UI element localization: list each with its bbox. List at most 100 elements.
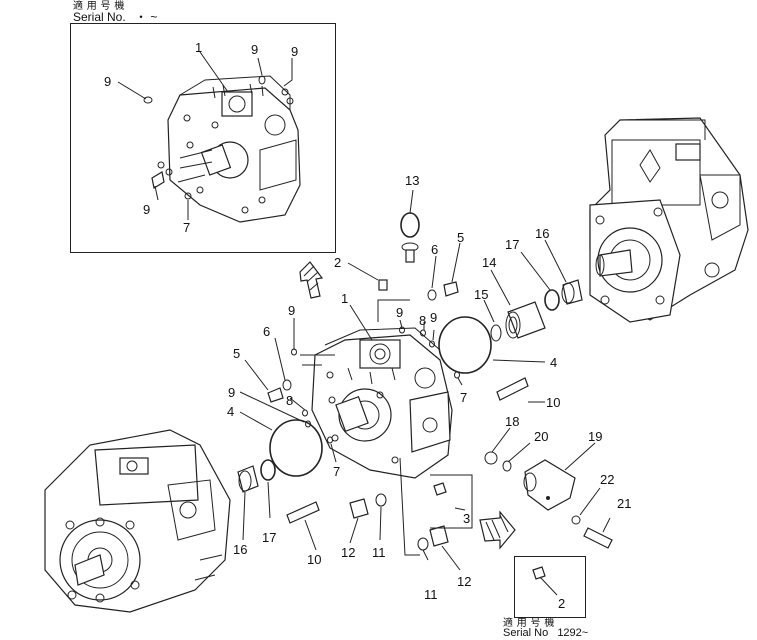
top-inset-serial-text: Serial No. xyxy=(73,10,126,24)
callout-5-upper: 5 xyxy=(457,230,465,245)
callout-11-left: 11 xyxy=(372,545,386,560)
oring-9-c xyxy=(429,340,435,348)
inset-oring-4 xyxy=(286,97,294,105)
nut-12-right xyxy=(429,525,449,547)
bottom-inset-serial-label: Serial No 1292~ xyxy=(503,627,588,640)
bearing-16-lower xyxy=(237,465,259,493)
callout-7-left: 7 xyxy=(333,464,341,479)
callout-1: 1 xyxy=(341,291,349,306)
callout-19: 19 xyxy=(588,429,603,444)
callout-10-lower: 10 xyxy=(307,552,322,567)
top-inset-serial-label: Serial No. ・ ~ xyxy=(73,11,157,24)
large-oring-right xyxy=(438,316,492,374)
inset-oring-3 xyxy=(281,88,289,96)
plug-3 xyxy=(433,482,447,496)
callout-top-9c: 9 xyxy=(291,44,299,59)
plug-5-upper xyxy=(443,281,459,297)
callout-2-inset: 2 xyxy=(558,596,566,611)
oring-8-a xyxy=(420,329,426,337)
callout-6-upper: 6 xyxy=(431,242,439,257)
bottom-inset-serial-value: 1292~ xyxy=(557,627,589,639)
callout-3: 3 xyxy=(463,511,471,526)
bottom-inset-model-label: 適 用 号 機 xyxy=(503,618,555,629)
bracket-3 xyxy=(430,474,473,529)
direction-arrow-up xyxy=(299,261,324,299)
bolt-21 xyxy=(583,527,613,549)
bearing-16-upper xyxy=(561,279,583,305)
callout-20: 20 xyxy=(534,429,549,444)
oring-8-b xyxy=(302,409,308,417)
bottom-inset-serial-text: Serial No xyxy=(503,627,549,639)
ring-18 xyxy=(484,451,498,465)
seal-17-lower xyxy=(260,459,276,481)
inset-pump-body xyxy=(167,75,301,223)
callout-16-upper: 16 xyxy=(535,226,550,241)
eye-bolt xyxy=(400,212,420,263)
plug-2-inset xyxy=(532,566,546,580)
washer-22 xyxy=(571,515,581,525)
callout-top-1: 1 xyxy=(195,40,203,55)
spacer-15 xyxy=(490,324,502,342)
motor-right xyxy=(589,117,749,323)
oring-7-a xyxy=(454,371,460,379)
callout-11-right: 11 xyxy=(424,587,438,602)
nut-12-left xyxy=(349,498,369,519)
bottom-inset-frame xyxy=(514,556,586,618)
inset-oring-7 xyxy=(184,192,192,200)
callout-22: 22 xyxy=(600,472,615,487)
large-oring-left xyxy=(269,419,323,477)
main-pump-body xyxy=(311,327,453,479)
callout-9-c: 9 xyxy=(430,310,438,325)
stud-lower xyxy=(286,501,320,524)
direction-arrow-down xyxy=(479,510,516,550)
oring-9-d xyxy=(305,420,311,428)
callout-top-9d: 9 xyxy=(143,202,151,217)
callout-top-9b: 9 xyxy=(251,42,259,57)
bearing-upper xyxy=(505,301,546,339)
oring-7-b xyxy=(327,436,333,444)
callout-2: 2 xyxy=(334,255,342,270)
top-inset-model-label: 適 用 号 機 xyxy=(73,1,125,12)
callout-12-left: 12 xyxy=(341,545,356,560)
callout-17-lower: 17 xyxy=(262,530,277,545)
stud-upper xyxy=(496,377,529,401)
inset-oring-6 xyxy=(165,168,173,176)
callout-9-a: 9 xyxy=(288,303,296,318)
callout-9-d: 9 xyxy=(228,385,236,400)
washer-11-right xyxy=(417,537,429,551)
seal-17-upper xyxy=(544,289,560,311)
oring-20 xyxy=(502,460,512,472)
callout-16-lower: 16 xyxy=(233,542,248,557)
inset-oring-5 xyxy=(157,161,165,169)
plug-upper xyxy=(378,279,388,291)
callout-13: 13 xyxy=(405,173,420,188)
callout-21: 21 xyxy=(617,496,632,511)
callout-7-right: 7 xyxy=(460,390,468,405)
washer-11-left xyxy=(375,493,387,507)
callout-8-a: 8 xyxy=(419,313,427,328)
callout-14: 14 xyxy=(482,255,497,270)
top-inset-frame xyxy=(70,23,336,253)
callout-5-lower: 5 xyxy=(233,346,241,361)
inset-oring-2 xyxy=(258,75,266,85)
inset-oring-1 xyxy=(143,96,153,104)
callout-4-left: 4 xyxy=(227,404,235,419)
callout-top-7: 7 xyxy=(183,220,191,235)
plug-5-lower xyxy=(267,387,284,403)
callout-17-upper: 17 xyxy=(505,237,520,252)
oring-upper xyxy=(427,289,437,301)
callout-6-lower: 6 xyxy=(263,324,271,339)
callout-12-right: 12 xyxy=(457,574,472,589)
callout-15: 15 xyxy=(474,287,489,302)
motor-left xyxy=(44,429,231,613)
callout-18: 18 xyxy=(505,414,520,429)
callout-top-9a: 9 xyxy=(104,74,112,89)
top-inset-serial-value: ・ ~ xyxy=(135,10,158,24)
callout-10-upper: 10 xyxy=(546,395,561,410)
callout-9-b: 9 xyxy=(396,305,404,320)
cover-19 xyxy=(523,459,576,511)
oring-6-lower xyxy=(282,379,292,391)
callout-4-right: 4 xyxy=(550,355,558,370)
